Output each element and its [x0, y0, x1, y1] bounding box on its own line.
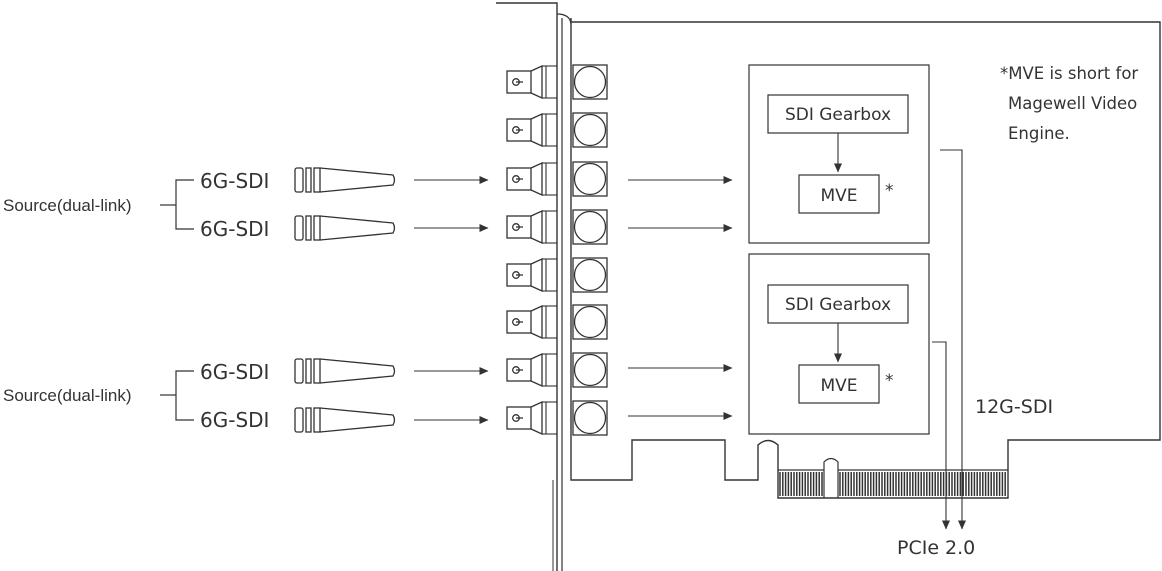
footnote-line-3: Engine.	[1008, 124, 1070, 143]
source-label-2: Source(dual-link)	[3, 386, 132, 405]
bnc-connector-6	[506, 304, 608, 340]
source-group-2: Source(dual-link) 6G-SDI 6G-SDI	[3, 360, 269, 432]
mve-box-2	[798, 364, 880, 404]
sdi-cable-2	[294, 215, 396, 241]
source-group-1: Source(dual-link) 6G-SDI 6G-SDI	[3, 169, 269, 241]
mve-marker-2: *	[885, 371, 894, 391]
link-label-1b: 6G-SDI	[200, 217, 269, 241]
source-label-1: Source(dual-link)	[3, 196, 132, 215]
pcie-edge-connector	[778, 457, 1008, 498]
link-label-2b: 6G-SDI	[200, 408, 269, 432]
output-label: 12G-SDI	[975, 396, 1053, 418]
sdi-gearbox-label-2: SDI Gearbox	[785, 295, 891, 315]
card-pcb-outline	[570, 18, 1161, 499]
link-label-1a: 6G-SDI	[200, 169, 269, 193]
bnc-connector-1	[506, 64, 608, 100]
input-arrows	[414, 176, 489, 424]
mounting-bracket	[496, 2, 572, 571]
bnc-connector-8	[506, 400, 608, 436]
footnote-line-1: *MVE is short for	[1000, 64, 1138, 83]
bnc-connector-7	[506, 352, 608, 388]
output-paths	[932, 149, 966, 530]
bus-label: PCIe 2.0	[897, 537, 975, 559]
bnc-connector-5	[506, 257, 608, 293]
mve-label-1: MVE	[820, 186, 857, 206]
bnc-connector-2	[506, 112, 608, 148]
bnc-connector-4	[506, 209, 608, 245]
mve-label-2: MVE	[820, 376, 857, 396]
sdi-cable-1	[294, 167, 396, 193]
link-label-2a: 6G-SDI	[200, 360, 269, 384]
sdi-gearbox-label-1: SDI Gearbox	[785, 105, 891, 125]
processing-block-2: SDI Gearbox MVE *	[748, 253, 930, 435]
footnote: *MVE is short for Magewell Video Engine.	[1000, 64, 1138, 143]
sdi-cable-3	[294, 358, 396, 384]
bnc-connector-3	[506, 161, 608, 197]
mve-marker-1: *	[885, 181, 894, 201]
footnote-line-2: Magewell Video	[1008, 94, 1137, 113]
sdi-cable-4	[294, 407, 396, 433]
internal-arrows	[628, 176, 733, 420]
mve-box-1	[798, 174, 880, 214]
processing-block-1: SDI Gearbox MVE *	[748, 64, 930, 244]
